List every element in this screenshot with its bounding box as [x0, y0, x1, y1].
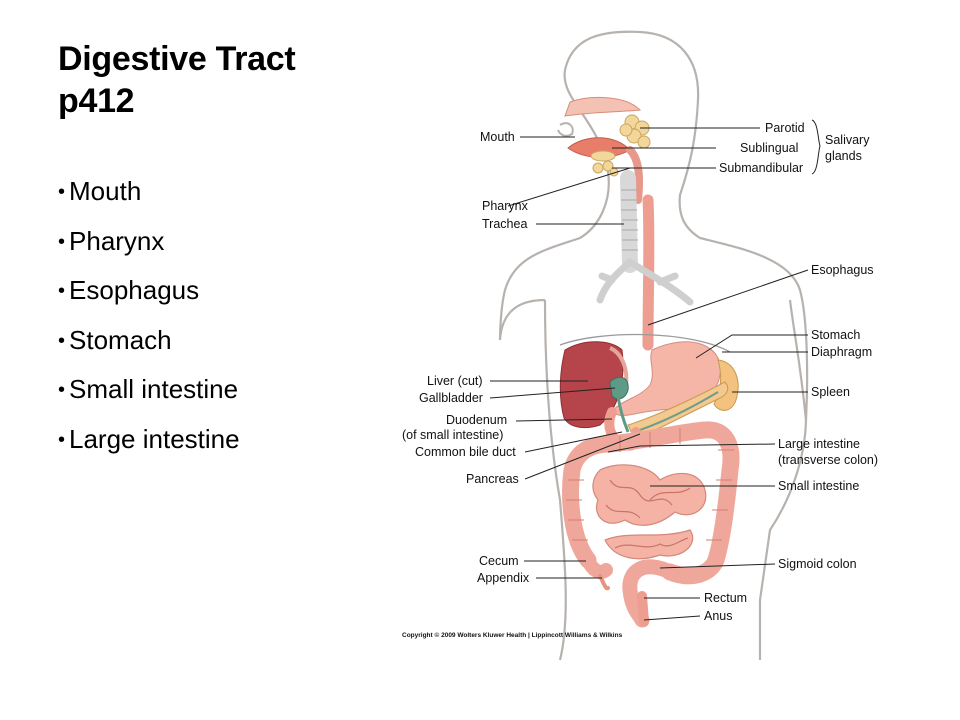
- label-submandibular: Submandibular: [719, 161, 803, 175]
- label-duodenum-sub: (of small intestine): [402, 428, 503, 442]
- slide-title: Digestive Tract p412: [58, 38, 358, 122]
- label-sigmoid-colon: Sigmoid colon: [778, 557, 857, 571]
- parotid-gland: [619, 114, 651, 149]
- bullet-dot-icon: •: [58, 280, 66, 302]
- rectum: [637, 591, 649, 627]
- label-diaphragm: Diaphragm: [811, 345, 872, 359]
- pancreatic-duct: [639, 391, 719, 431]
- bullet-dot-icon: •: [58, 428, 66, 451]
- bronchi: [596, 258, 694, 306]
- label-spleen: Spleen: [811, 385, 850, 399]
- leader-pharynx: [507, 167, 631, 207]
- copyright-notice: Copyright © 2009 Wolters Kluwer Health |…: [402, 631, 623, 639]
- label-liver: Liver (cut): [427, 374, 483, 388]
- trachea: [620, 170, 638, 273]
- leader-pancreas: [524, 433, 641, 480]
- leader-large-intestine: [607, 443, 776, 453]
- bullet-item: •Small intestine: [58, 374, 239, 404]
- large-intestine-haustra: [566, 428, 734, 541]
- body-silhouette: [498, 30, 809, 661]
- leader-esophagus: [647, 269, 809, 326]
- label-cecum: Cecum: [479, 554, 519, 568]
- cecum: [581, 553, 613, 579]
- trachea-rings: [621, 189, 638, 251]
- label-duodenum: Duodenum: [446, 413, 507, 427]
- bullet-item: •Esophagus: [58, 275, 200, 305]
- gallbladder: [609, 376, 629, 400]
- common-bile-duct: [616, 395, 630, 433]
- label-appendix: Appendix: [477, 571, 530, 585]
- label-salivary: Salivary: [825, 133, 870, 147]
- title-line-2: p412: [58, 82, 135, 120]
- title-line-1: Digestive Tract: [58, 40, 296, 78]
- large-intestine: [562, 421, 740, 585]
- small-intestine-folds: [605, 479, 691, 549]
- label-transverse-colon: (transverse colon): [778, 453, 878, 467]
- label-small-intestine: Small intestine: [778, 479, 859, 493]
- label-anus: Anus: [704, 609, 733, 623]
- label-sublingual: Sublingual: [740, 141, 798, 155]
- stomach: [611, 341, 721, 416]
- sublingual-gland: [590, 150, 616, 162]
- bullet-dot-icon: •: [58, 329, 66, 352]
- leader-gallbladder: [489, 387, 616, 399]
- label-esophagus: Esophagus: [811, 263, 874, 277]
- leader-stomach: [695, 334, 808, 359]
- salivary-bracket: [811, 119, 821, 175]
- diaphragm: [559, 333, 731, 353]
- bullet-item: •Large intestine: [58, 423, 240, 454]
- submandibular-gland: [592, 160, 619, 177]
- bullet-item: •Pharynx: [58, 225, 165, 256]
- label-gallbladder: Gallbladder: [419, 391, 483, 405]
- leader-sigmoid: [659, 563, 776, 569]
- label-large-intestine: Large intestine: [778, 437, 860, 451]
- leader-bile-duct: [524, 431, 623, 453]
- label-rectum: Rectum: [704, 591, 747, 605]
- pharynx: [626, 146, 643, 204]
- label-bile-duct: Common bile duct: [415, 445, 516, 459]
- bullet-dot-icon: •: [58, 181, 66, 203]
- bullet-item: •Mouth: [58, 176, 142, 206]
- liver: [559, 341, 624, 429]
- bullet-item: •Stomach: [58, 324, 172, 355]
- bullet-dot-icon: •: [58, 379, 66, 401]
- lip-outline: [557, 122, 574, 137]
- small-intestine: [592, 464, 707, 560]
- leader-anus: [643, 615, 701, 621]
- sigmoid-colon: [622, 559, 678, 628]
- nasal-cavity: [564, 97, 642, 117]
- label-mouth: Mouth: [480, 130, 515, 144]
- label-parotid: Parotid: [765, 121, 805, 135]
- label-stomach: Stomach: [811, 328, 860, 342]
- bullet-dot-icon: •: [58, 230, 66, 253]
- label-glands: glands: [825, 149, 862, 163]
- label-pharynx: Pharynx: [482, 199, 529, 213]
- esophagus: [642, 194, 655, 351]
- bullet-list: •Mouth •Pharynx •Esophagus •Stomach •Sma…: [58, 168, 240, 465]
- label-pancreas: Pancreas: [466, 472, 519, 486]
- leader-duodenum: [515, 418, 613, 422]
- label-trachea: Trachea: [482, 217, 527, 231]
